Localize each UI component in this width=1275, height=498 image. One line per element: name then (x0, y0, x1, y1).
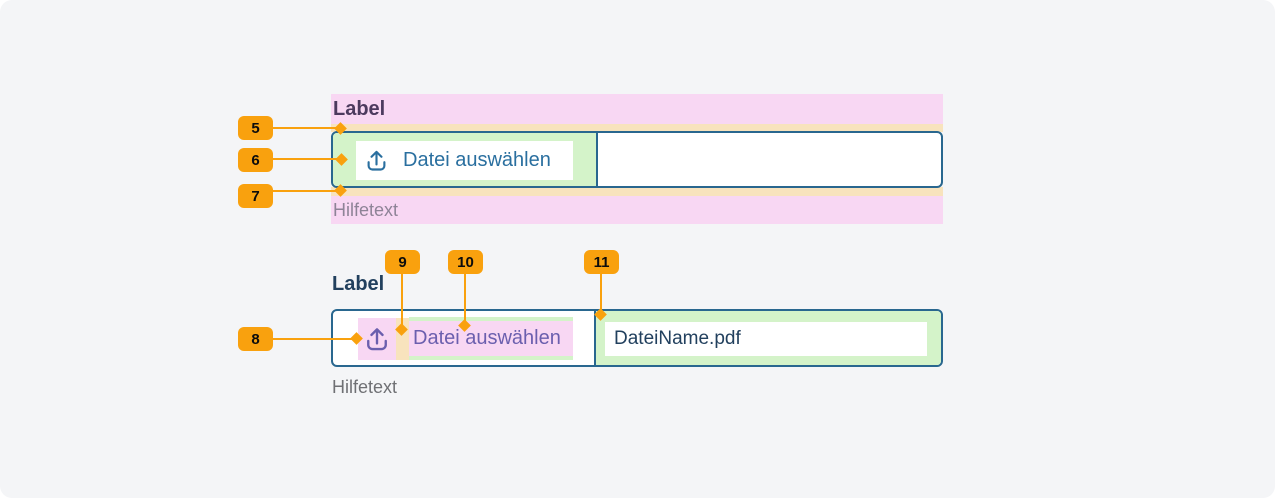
label-highlight: Label (331, 94, 943, 124)
field-label-empty: Label (333, 97, 386, 120)
marker-badge-7: 7 (238, 184, 273, 208)
padding-highlight-top (409, 317, 573, 321)
marker-line-8 (270, 338, 357, 340)
file-zone-highlight: DateiName.pdf (594, 311, 941, 365)
marker-line-10 (464, 273, 466, 326)
upload-icon (362, 324, 392, 354)
choose-file-label: Datei auswählen (403, 149, 551, 171)
marker-line-5 (270, 127, 340, 129)
marker-line-6 (270, 158, 341, 160)
spacing-highlight-bottom (331, 187, 943, 196)
file-name: DateiName.pdf (614, 328, 741, 349)
helper-text-empty: Hilfetext (333, 199, 399, 220)
marker-line-11 (600, 273, 602, 315)
file-value-area-empty[interactable] (598, 133, 941, 186)
marker-number: 6 (251, 151, 260, 169)
marker-badge-6: 6 (238, 148, 273, 172)
marker-number: 11 (593, 253, 610, 271)
choose-file-label: Datei auswählen (413, 327, 561, 349)
marker-number: 5 (251, 119, 260, 137)
field-label-filled: Label (332, 273, 385, 295)
padding-highlight-bottom (409, 356, 573, 360)
marker-badge-11: 11 (584, 250, 619, 274)
file-name-field[interactable]: DateiName.pdf (605, 322, 927, 356)
marker-badge-10: 10 (448, 250, 483, 274)
helper-text-filled: Hilfetext (332, 377, 398, 397)
marker-line-9 (401, 273, 403, 330)
spacing-highlight-top (331, 124, 943, 132)
upload-icon (363, 147, 390, 174)
marker-line-7 (270, 190, 340, 192)
choose-file-button[interactable]: Datei auswählen (356, 141, 573, 180)
file-input-filled[interactable]: Datei auswählen DateiName.pdf (331, 309, 943, 367)
marker-number: 9 (398, 253, 407, 271)
marker-number: 7 (251, 187, 260, 205)
icon-highlight (358, 318, 396, 360)
file-input-empty[interactable]: Datei auswählen (331, 131, 943, 188)
marker-number: 10 (457, 253, 474, 271)
marker-number: 8 (251, 330, 260, 348)
button-text-highlight[interactable]: Datei auswählen (409, 317, 573, 360)
button-text-zone: Datei auswählen (409, 321, 573, 356)
marker-badge-9: 9 (385, 250, 420, 274)
helper-highlight: Hilfetext (331, 196, 943, 224)
marker-badge-8: 8 (238, 327, 273, 351)
marker-badge-5: 5 (238, 116, 273, 140)
